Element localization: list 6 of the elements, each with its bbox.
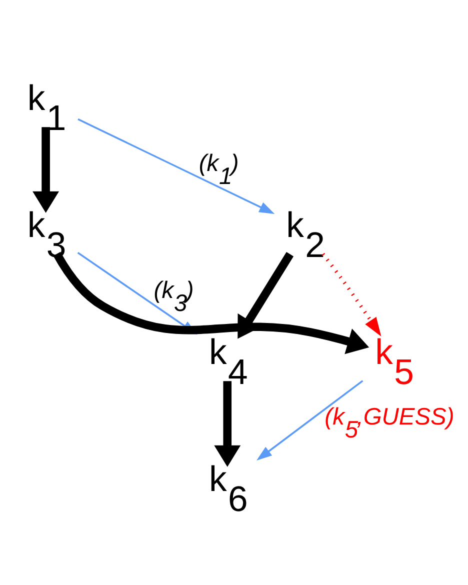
arrow: [321, 252, 381, 336]
arrow: [214, 380, 240, 466]
arrow: [77, 118, 274, 214]
arrow: [52, 251, 369, 354]
arrow: [256, 380, 363, 460]
arrow: [32, 126, 59, 212]
